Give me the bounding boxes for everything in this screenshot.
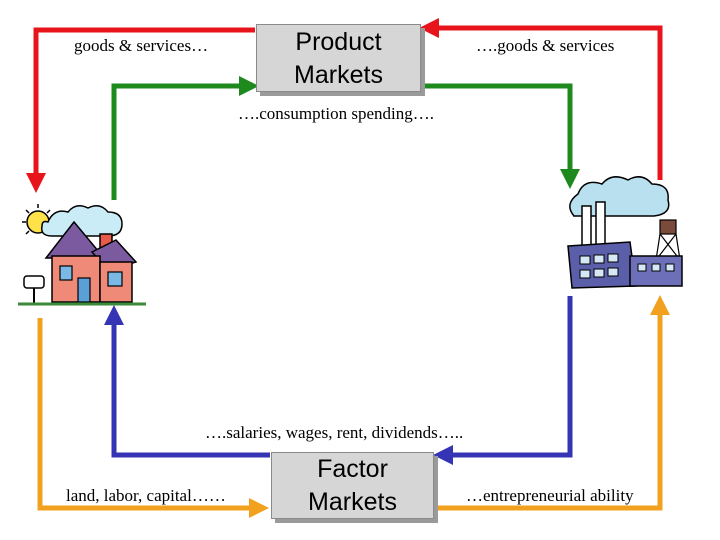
goods-arrow-left bbox=[26, 27, 255, 194]
factor-markets-line2: Markets bbox=[308, 488, 397, 516]
entrepreneurial-ability-label: …entrepreneurial ability bbox=[466, 486, 634, 505]
factory-clipart-icon bbox=[567, 176, 683, 289]
product-markets-line1: Product bbox=[295, 28, 382, 56]
salaries-label: ….salaries, wages, rent, dividends….. bbox=[205, 423, 464, 442]
house-clipart-icon bbox=[18, 204, 146, 306]
goods-arrow-right bbox=[418, 18, 663, 180]
income-arrow-right bbox=[432, 296, 573, 465]
land-labor-capital-label: land, labor, capital…… bbox=[66, 486, 226, 505]
spending-arrow-right bbox=[423, 83, 580, 190]
goods-services-right-label: ….goods & services bbox=[476, 36, 615, 55]
consumption-spending-label: ….consumption spending…. bbox=[238, 104, 434, 123]
product-markets-line2: Markets bbox=[294, 61, 383, 89]
spending-arrow-left bbox=[111, 76, 260, 200]
income-arrow-left bbox=[104, 304, 270, 458]
factor-markets-box: Factor Markets bbox=[271, 452, 434, 519]
resource-arrow-right bbox=[436, 294, 670, 511]
factor-markets-line1: Factor bbox=[317, 455, 388, 483]
goods-services-left-label: goods & services… bbox=[74, 36, 209, 55]
resource-arrow-left bbox=[37, 318, 270, 518]
product-markets-box: Product Markets bbox=[256, 24, 421, 92]
